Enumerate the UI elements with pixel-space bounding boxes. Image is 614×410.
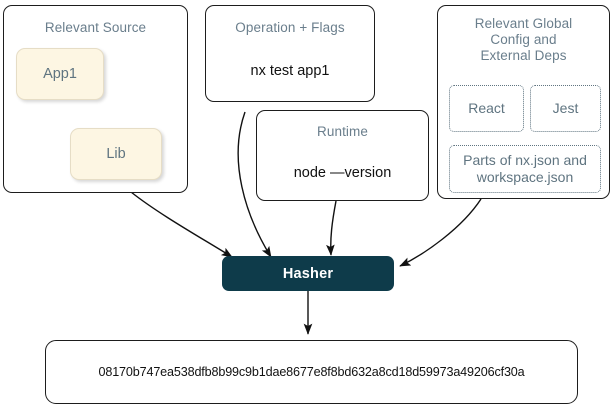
node-config-files-line1: Parts of nx.json and — [463, 152, 587, 168]
hash-output-box[interactable]: 08170b747ea538dfb8b99c9b1dae8677e8f8bd63… — [45, 340, 578, 404]
group-relevant-source-title: Relevant Source — [44, 20, 147, 35]
group-global-config-title-line3: External Deps — [480, 48, 567, 63]
hasher-label: Hasher — [282, 265, 334, 282]
node-config-files-line2: workspace.json — [476, 169, 574, 185]
operation-command-text: nx test app1 — [250, 63, 330, 79]
hash-output-value: 08170b747ea538dfb8b99c9b1dae8677e8f8bd63… — [98, 365, 525, 379]
group-runtime[interactable]: Runtime node —version — [256, 110, 429, 201]
node-lib[interactable]: Lib — [70, 128, 162, 180]
node-lib-label: Lib — [106, 146, 126, 162]
group-operation-flags-title: Operation + Flags — [235, 20, 345, 35]
node-app1[interactable]: App1 — [16, 48, 104, 100]
group-global-config-title-line2: Config and — [490, 32, 557, 47]
edge-globalconfig-to-hasher — [399, 198, 482, 267]
group-operation-flags[interactable]: Operation + Flags nx test app1 — [205, 5, 375, 102]
node-app1-label: App1 — [43, 66, 77, 82]
node-jest-label: Jest — [552, 100, 579, 116]
edge-source-to-hasher — [130, 191, 233, 258]
group-runtime-title: Runtime — [317, 124, 368, 139]
edge-runtime-to-hasher — [326, 200, 337, 256]
node-config-files[interactable]: Parts of nx.json and workspace.json — [449, 145, 601, 193]
group-global-config-title-line1: Relevant Global — [474, 16, 573, 31]
node-react-label: React — [468, 100, 505, 116]
runtime-command-text: node —version — [293, 165, 392, 181]
node-react[interactable]: React — [449, 85, 524, 132]
hasher-node[interactable]: Hasher — [222, 256, 394, 291]
node-jest[interactable]: Jest — [530, 85, 601, 132]
